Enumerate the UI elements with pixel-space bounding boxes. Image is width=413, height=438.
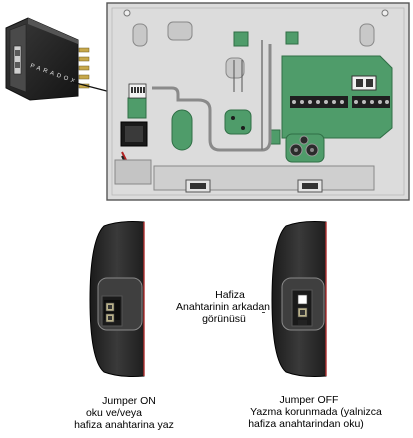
panel-board [106, 2, 410, 201]
right-caption-line2: Yazma korunmada (yalnizca [250, 406, 382, 418]
left-caption-line3: hafiza anahtarina yaz [74, 419, 174, 431]
right-caption-line1: Jumper OFF [279, 394, 339, 406]
center-note-line1: Hafiza [215, 289, 245, 301]
capacitors [289, 135, 319, 157]
left-caption-line1: Jumper ON [102, 395, 156, 407]
center-note-line3: görünüsü [202, 313, 246, 325]
terminal-blocks [290, 96, 390, 108]
left-caption-line2: oku ve/veya [85, 407, 143, 419]
memory-key-module [5, 17, 90, 101]
center-note: Hafiza Anahtarinin arkadan görünüsü [170, 289, 270, 325]
right-caption-line3: hafiza anahtarindan oku) [248, 418, 364, 430]
right-key-caption: Jumper OFF Yazma korunmada (yalnizca haf… [226, 394, 406, 430]
memory-key-jumper-on [89, 221, 145, 377]
memory-key-jumper-off [271, 221, 327, 377]
center-note-tick [262, 312, 265, 313]
left-key-caption: Jumper ON oku ve/veya hafiza anahtarina … [54, 395, 204, 431]
center-note-line2: Anahtarinin arkadan [176, 301, 270, 313]
module-pins [78, 47, 90, 89]
